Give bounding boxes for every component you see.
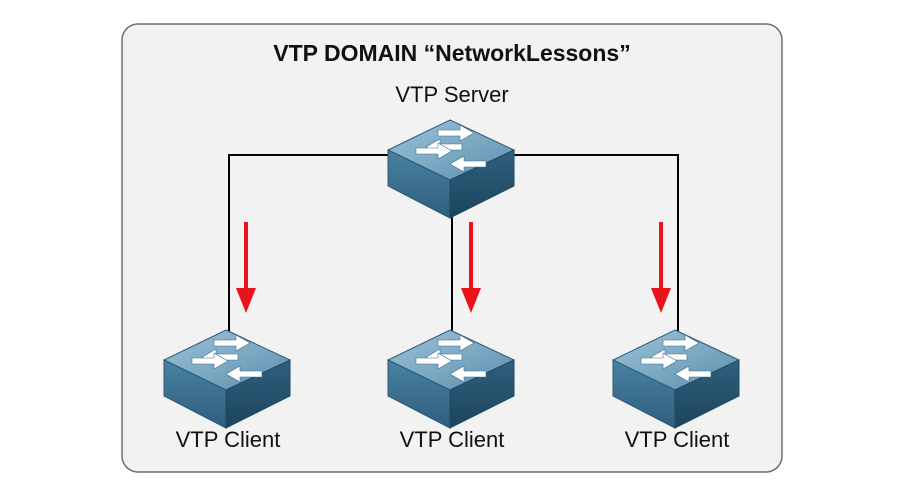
client-label-2: VTP Client: [400, 427, 505, 452]
trunk-links: [228, 154, 679, 343]
arrow-middle: [461, 222, 481, 313]
link-right: [514, 154, 679, 343]
link-left: [228, 154, 392, 343]
domain-title: VTP DOMAIN “NetworkLessons”: [273, 40, 630, 66]
server-label: VTP Server: [395, 82, 508, 107]
client-label-3: VTP Client: [625, 427, 730, 452]
client-label-1: VTP Client: [176, 427, 281, 452]
arrow-left: [236, 222, 256, 313]
vtp-advertisement-arrows: [236, 222, 671, 313]
arrow-right: [651, 222, 671, 313]
